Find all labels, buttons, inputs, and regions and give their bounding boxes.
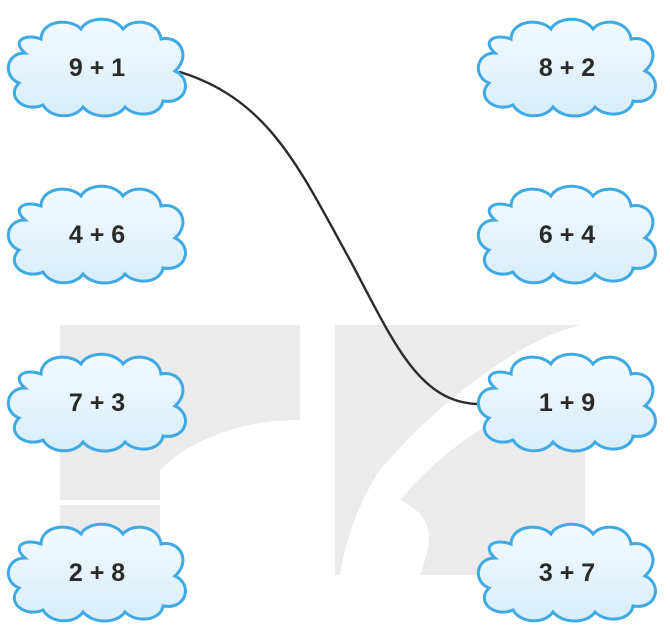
expression-label: 9 + 1 — [69, 54, 125, 82]
right-cloud-3[interactable]: 1 + 9 — [476, 352, 657, 453]
expression-label: 7 + 3 — [69, 389, 125, 417]
expression-label: 1 + 9 — [539, 389, 595, 417]
right-cloud-1[interactable]: 8 + 2 — [476, 17, 657, 118]
expression-label: 2 + 8 — [69, 559, 125, 587]
left-cloud-3[interactable]: 7 + 3 — [6, 352, 187, 453]
left-cloud-4[interactable]: 2 + 8 — [6, 522, 187, 623]
left-cloud-2[interactable]: 4 + 6 — [6, 184, 187, 285]
expression-label: 6 + 4 — [539, 221, 595, 249]
right-cloud-4[interactable]: 3 + 7 — [476, 522, 657, 623]
right-cloud-2[interactable]: 6 + 4 — [476, 184, 657, 285]
expression-label: 3 + 7 — [539, 559, 595, 587]
expression-label: 8 + 2 — [539, 54, 595, 82]
left-cloud-1[interactable]: 9 + 1 — [6, 17, 187, 118]
expression-label: 4 + 6 — [69, 221, 125, 249]
connection-line — [178, 70, 484, 406]
